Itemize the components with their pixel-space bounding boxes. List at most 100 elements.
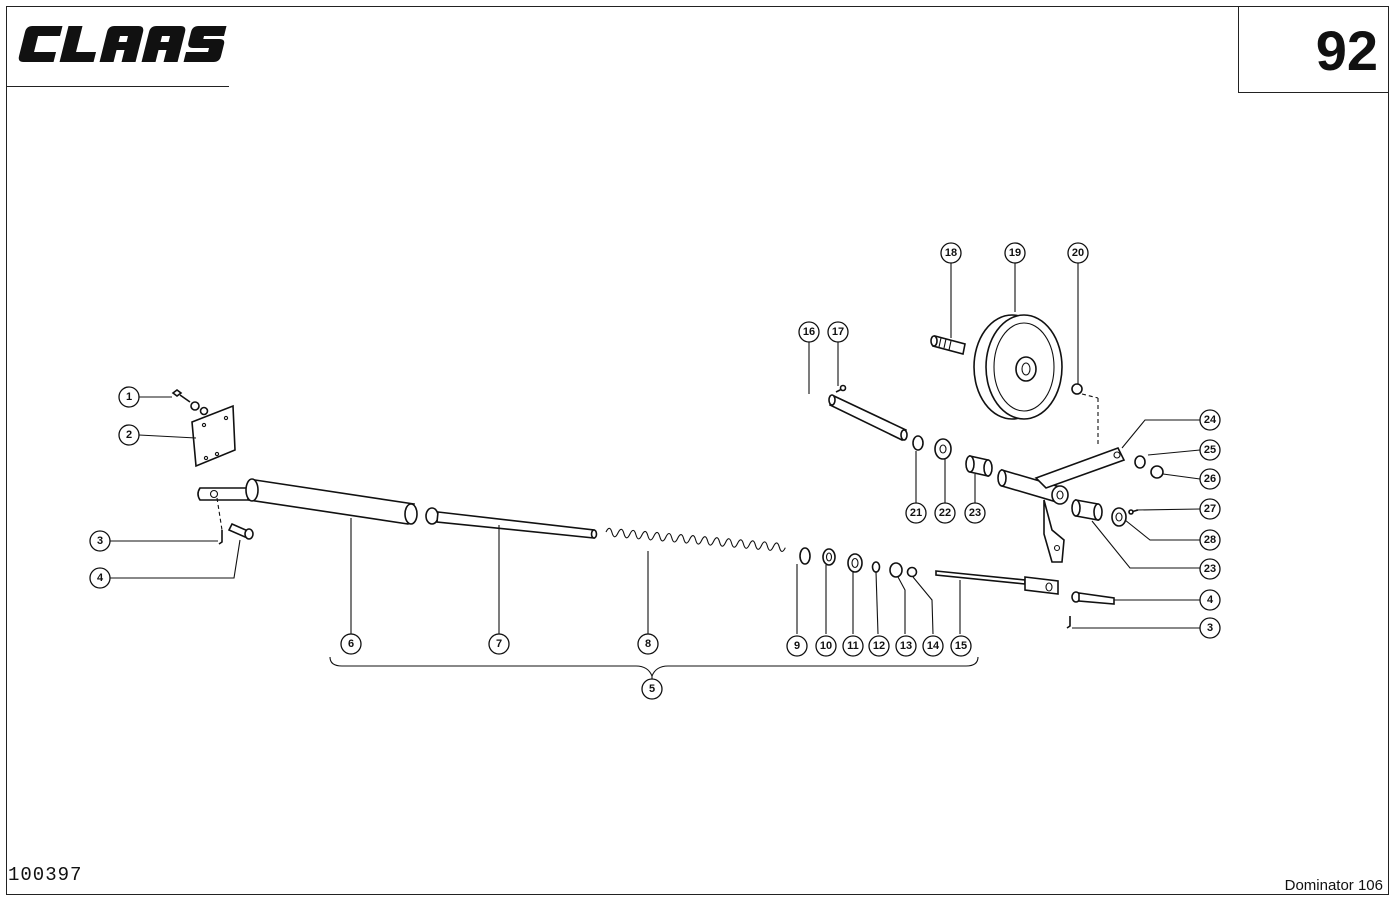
- nut-part-26: [1150, 465, 1164, 479]
- leader-lines: [110, 263, 1201, 635]
- callout-12: 12: [868, 635, 890, 657]
- callout-2: 2: [118, 424, 140, 446]
- svg-text:3: 3: [97, 535, 103, 547]
- callout-16: 16: [798, 321, 820, 343]
- svg-text:2: 2: [126, 429, 132, 441]
- svg-text:10: 10: [820, 640, 832, 652]
- svg-text:23: 23: [1204, 563, 1216, 575]
- callout-8: 8: [637, 633, 659, 655]
- callout-10: 10: [815, 635, 837, 657]
- callout-5: 5: [641, 678, 663, 700]
- cylinder-tube-part-6: [245, 478, 418, 525]
- bushing-part-28: [1111, 507, 1127, 527]
- bolt-part-18: [930, 335, 966, 355]
- callout-18: 18: [940, 242, 962, 264]
- svg-text:20: 20: [1072, 247, 1084, 259]
- callout-7: 7: [488, 633, 510, 655]
- callout-26: 26: [1199, 468, 1221, 490]
- dashed-line-pulley: [1081, 393, 1099, 399]
- svg-text:9: 9: [794, 640, 800, 652]
- callout-19: 19: [1004, 242, 1026, 264]
- callout-3: 3: [89, 530, 111, 552]
- grease-nipple-part-17: [835, 384, 847, 393]
- svg-text:11: 11: [847, 640, 859, 652]
- callout-25: 25: [1199, 439, 1221, 461]
- shaft-part-16: [828, 394, 908, 442]
- ring-part-13: [889, 562, 903, 578]
- callout-21: 21: [905, 502, 927, 524]
- svg-text:13: 13: [900, 640, 912, 652]
- svg-text:7: 7: [496, 638, 502, 650]
- svg-text:4: 4: [1207, 594, 1214, 606]
- threaded-rod-part-15: [935, 570, 1059, 595]
- callout-28: 28: [1199, 529, 1221, 551]
- drawing-number: 100397: [8, 864, 83, 886]
- sleeve-part-23: [965, 455, 993, 477]
- callout-22: 22: [934, 502, 956, 524]
- page-frame: [6, 6, 1389, 895]
- bushing-part-22: [934, 438, 952, 460]
- svg-text:25: 25: [1204, 444, 1216, 456]
- svg-text:27: 27: [1204, 503, 1216, 515]
- bolt-part-1: [171, 389, 191, 403]
- svg-text:28: 28: [1204, 534, 1216, 546]
- svg-text:14: 14: [927, 640, 940, 652]
- callout-1: 1: [118, 386, 140, 408]
- svg-text:4: 4: [97, 572, 104, 584]
- callout-20: 20: [1067, 242, 1089, 264]
- callout-3-right: 3: [1199, 617, 1221, 639]
- svg-text:21: 21: [910, 507, 922, 519]
- svg-text:24: 24: [1204, 414, 1217, 426]
- bearing-part-11: [847, 553, 863, 573]
- header-rule-left: [6, 86, 229, 87]
- callout-4-right: 4: [1199, 589, 1221, 611]
- header-divider: [1238, 6, 1239, 92]
- spring-part-8: [605, 527, 786, 552]
- svg-text:15: 15: [955, 640, 967, 652]
- callout-23-right: 23: [1199, 558, 1221, 580]
- svg-text:8: 8: [645, 638, 651, 650]
- nut-part-1: [199, 406, 209, 416]
- svg-text:17: 17: [832, 326, 844, 338]
- svg-text:1: 1: [126, 391, 132, 403]
- dashed-line-pin: [216, 497, 223, 531]
- washer-part-1: [190, 401, 200, 411]
- callout-13: 13: [895, 635, 917, 657]
- callout-17: 17: [827, 321, 849, 343]
- washer-part-12: [871, 561, 881, 573]
- callout-9: 9: [786, 635, 808, 657]
- callout-14: 14: [922, 635, 944, 657]
- header-rule-right: [1238, 92, 1389, 93]
- split-pin-part-3: [218, 530, 223, 545]
- washer-part-21: [912, 435, 924, 451]
- pin-part-4-right: [1071, 591, 1115, 605]
- clevis-end-part: [197, 487, 249, 501]
- svg-text:16: 16: [803, 326, 815, 338]
- page-number: 92: [1315, 19, 1378, 82]
- callout-24: 24: [1199, 409, 1221, 431]
- model-name: Dominator 106: [1284, 877, 1383, 894]
- sleeve-part-23-lower: [1071, 499, 1103, 521]
- callout-27: 27: [1199, 498, 1221, 520]
- svg-text:18: 18: [945, 247, 957, 259]
- tension-arm-part-24: [997, 447, 1126, 563]
- nut-part-20: [1071, 383, 1083, 395]
- grease-nipple-part-27: [1128, 509, 1139, 515]
- svg-text:3: 3: [1207, 622, 1213, 634]
- svg-text:23: 23: [969, 507, 981, 519]
- bushing-part-10: [822, 548, 836, 566]
- callout-4: 4: [89, 567, 111, 589]
- pin-part-4: [227, 522, 254, 540]
- split-pin-part-3-right: [1066, 616, 1071, 629]
- callout-6: 6: [340, 633, 362, 655]
- claas-logo: [18, 26, 227, 62]
- callout-23: 23: [964, 502, 986, 524]
- pulley-part-19: [973, 314, 1063, 420]
- callout-11: 11: [842, 635, 864, 657]
- svg-text:6: 6: [348, 638, 354, 650]
- svg-text:5: 5: [649, 683, 655, 695]
- washer-part-9: [799, 547, 811, 565]
- svg-text:12: 12: [873, 640, 885, 652]
- callout-15: 15: [950, 635, 972, 657]
